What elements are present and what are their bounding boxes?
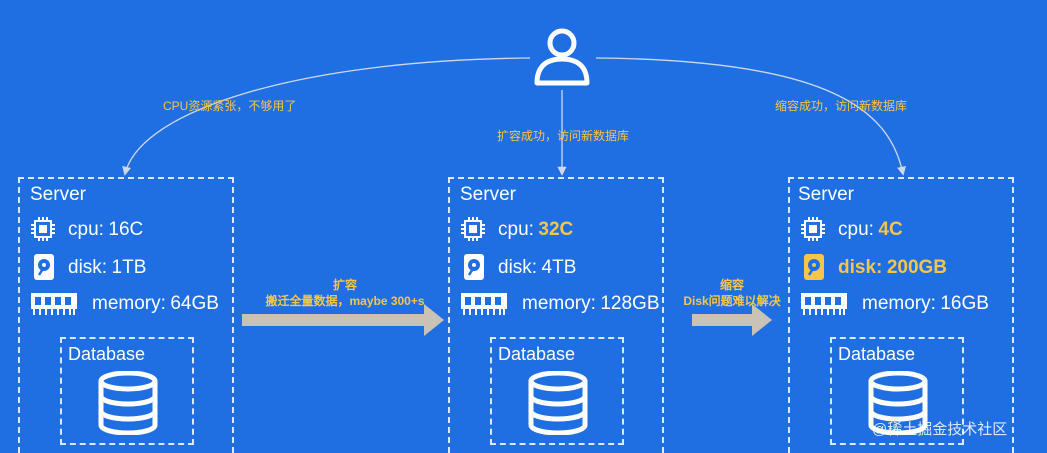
memory-label-2: memory: [522,293,596,314]
disk-label-2: disk: [498,257,538,278]
cpu-value-2: 32C [538,219,574,240]
server-box-3 [788,177,1014,453]
database-title-2: Database [498,344,576,364]
cpu-label-2: cpu: [498,219,534,240]
server-title-3: Server [798,184,854,205]
disk-value-2: 4TB [541,257,577,278]
server-title-1: Server [30,184,86,205]
memory-icon [800,290,848,318]
cpu-value-3: 4C [878,219,903,240]
scale-up-title: 扩容 [332,278,357,292]
cpu-spec-1: cpu: 16C [68,219,143,241]
database-title-3: Database [838,344,916,364]
disk-value-3: 200GB [886,257,948,278]
memory-label-3: memory: [862,293,936,314]
link-line-right [595,57,907,176]
watermark: @稀土掘金技术社区 [872,421,1008,438]
database-box-3 [830,337,964,445]
database-box-1 [60,337,194,445]
database-icon [97,370,159,436]
disk-value-1: 1TB [111,257,147,278]
link-caption-right: 缩容成功，访问新数据库 [775,99,908,113]
disk-spec-3: disk: 200GB [838,257,947,279]
disk-label-3: disk: [838,257,883,278]
memory-spec-3: memory: 16GB [862,293,989,315]
cpu-icon [30,216,56,242]
cpu-icon [460,216,486,242]
link-caption-middle: 扩容成功，访问新数据库 [497,129,630,143]
server-box-2 [448,177,664,453]
cpu-label-1: cpu: [68,219,104,240]
cpu-value-1: 16C [108,219,144,240]
database-icon [527,370,589,436]
disk-spec-2: disk: 4TB [498,257,576,279]
user-icon [531,26,593,88]
memory-icon [460,290,508,318]
link-caption-left: CPU资源紧张，不够用了 [163,99,297,113]
disk-icon [802,253,826,281]
disk-icon [32,253,56,281]
cpu-label-3: cpu: [838,219,874,240]
scale-up-detail: 搬迁全量数据，maybe 300+s [265,294,425,308]
database-box-2 [490,337,624,445]
cpu-spec-3: cpu: 4C [838,219,903,241]
scale-down-title: 缩容 [719,278,744,292]
server-title-2: Server [460,184,516,205]
scale-down-detail: Disk问题难以解决 [683,294,781,308]
memory-icon [30,290,78,318]
database-title-1: Database [68,344,146,364]
link-line-left [122,57,531,176]
cpu-icon [800,216,826,242]
server-box-1 [18,177,234,453]
memory-label-1: memory: [92,293,166,314]
memory-value-2: 128GB [600,293,660,314]
memory-spec-2: memory: 128GB [522,293,660,315]
scale-up-arrow [242,304,444,336]
scale-down-arrow [692,304,772,336]
disk-spec-1: disk: 1TB [68,257,146,279]
disk-icon [462,253,486,281]
memory-value-3: 16GB [940,293,989,314]
disk-label-1: disk: [68,257,108,278]
database-icon [867,370,929,436]
cpu-spec-2: cpu: 32C [498,219,573,241]
memory-spec-1: memory: 64GB [92,293,219,315]
memory-value-1: 64GB [170,293,219,314]
